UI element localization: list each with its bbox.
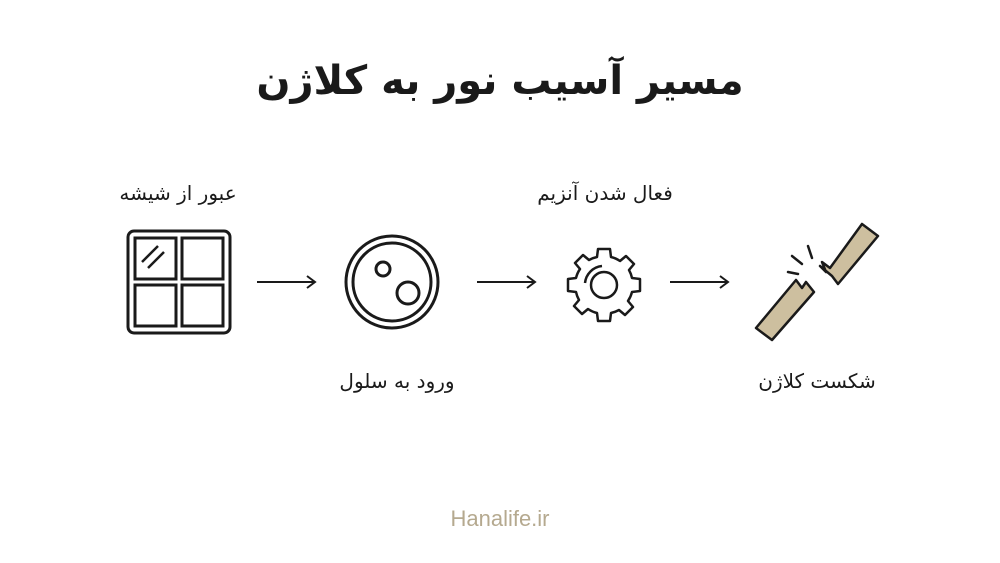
gear-icon <box>566 247 642 323</box>
step-label-glass: عبور از شیشه <box>119 181 237 205</box>
watermark: Hanalife.ir <box>450 506 550 531</box>
arrow-icon <box>477 275 537 289</box>
step-label-collagen: شکست کلاژن <box>758 369 876 393</box>
window-icon <box>126 229 232 335</box>
diagram-title: مسیر آسیب نور به کلاژن <box>256 58 744 104</box>
broken-fiber-icon <box>754 222 880 342</box>
arrow-icon <box>257 275 317 289</box>
step-label-cell: ورود به سلول <box>339 369 455 393</box>
step-label-enzyme: فعال شدن آنزیم <box>537 181 673 205</box>
arrow-icon <box>670 275 730 289</box>
cell-icon <box>344 234 440 330</box>
